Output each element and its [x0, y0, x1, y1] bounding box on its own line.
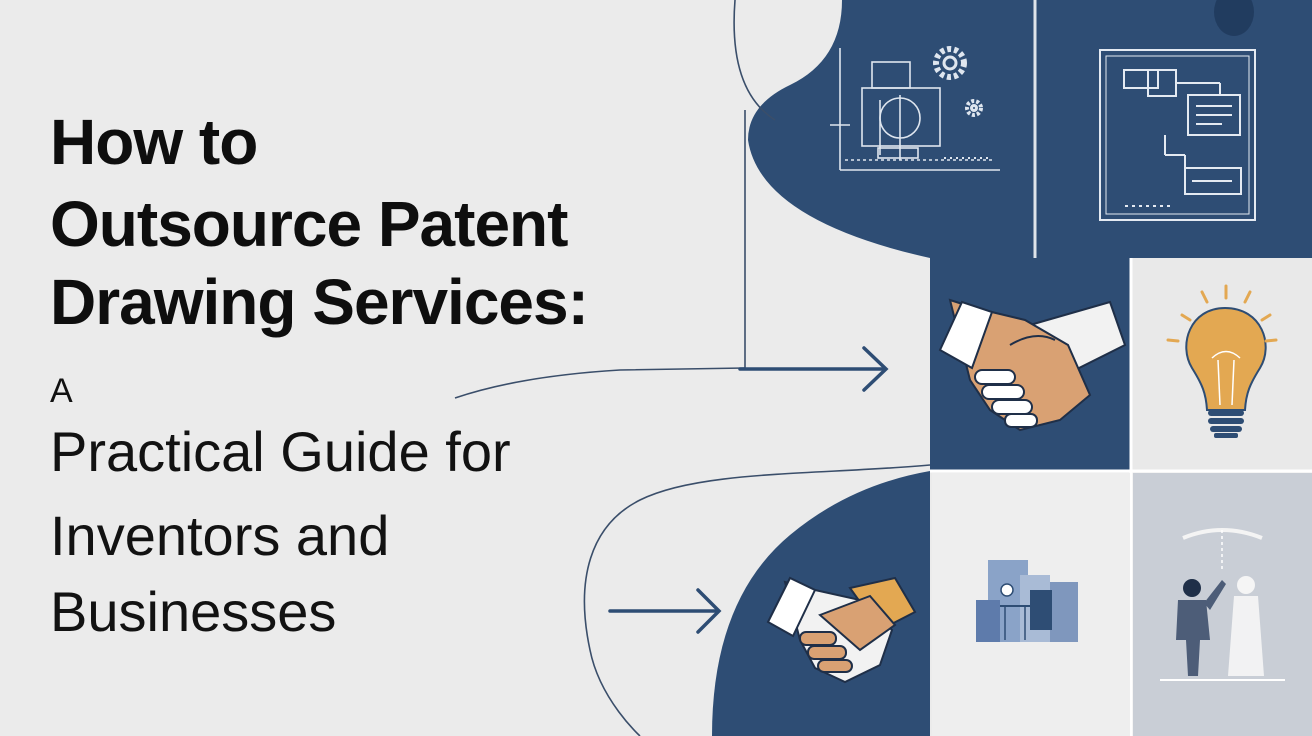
headline-line-2: Outsource Patent [50, 188, 568, 260]
gear-icon [933, 46, 983, 117]
subtitle-line-1: Practical Guide for [50, 420, 511, 483]
headline-line-1: How to [50, 106, 258, 178]
handshake-icon [938, 298, 1127, 432]
city-icon [976, 560, 1078, 642]
arrow-right-icon [608, 588, 722, 634]
subtitle-line-3: Businesses [50, 580, 337, 643]
headline-line-3: Drawing Services: [50, 266, 589, 338]
subtitle-article: A [50, 372, 73, 410]
flowchart-icon [1099, 49, 1256, 221]
top-blue-panel [748, 0, 1312, 258]
arrow-right-icon [738, 346, 889, 392]
people-icon [1160, 528, 1285, 681]
subtitle-line-2: Inventors and [50, 504, 390, 567]
lightbulb-icon [1166, 284, 1278, 438]
blueprint-icon [830, 48, 1000, 171]
handshake-icon-2 [766, 576, 917, 684]
